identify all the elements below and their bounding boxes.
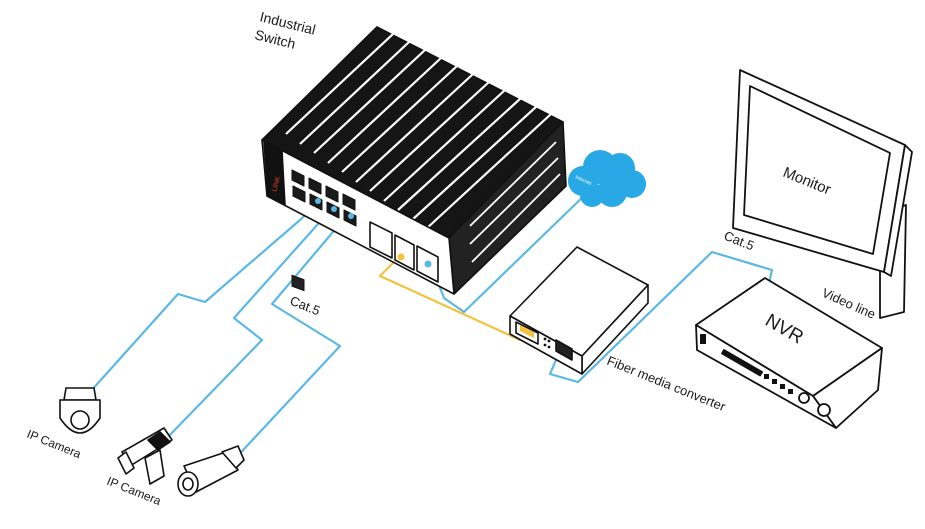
dome-camera: [59, 387, 101, 434]
nvr-device: [695, 277, 883, 429]
switch-sfp-slot-2: [394, 234, 415, 271]
switch-brand-logo: LINK: [271, 175, 282, 192]
port-bottom-1: [292, 185, 306, 203]
box-camera: [117, 427, 173, 485]
fiber-media-converter: [509, 246, 649, 375]
cable-switch-to-bullet-camera: [231, 207, 353, 463]
switch-heatsink-fins: [285, 33, 552, 230]
switch-sfp-slot-1: [369, 221, 393, 259]
port-top-3: [325, 185, 339, 203]
port-top-4: [342, 193, 356, 211]
sfp-ethernet-led: [424, 260, 432, 268]
led-2: [331, 206, 337, 212]
port-top-1: [291, 169, 305, 187]
monitor-bezel-depth: [883, 144, 913, 277]
fiber-converter-label: Fiber media converter: [605, 353, 728, 415]
converter-port-rj45: [555, 339, 573, 361]
bullet-camera: [177, 445, 245, 497]
switch-side-fins: [469, 141, 561, 263]
led-1: [315, 198, 321, 204]
switch-brand-strip: [263, 141, 286, 206]
port-top-2: [308, 177, 322, 195]
cloud-icon: [568, 150, 646, 207]
sfp-fiber-led: [397, 253, 405, 261]
switch-rj45-ports: [291, 274, 305, 292]
monitor-screen: [743, 85, 891, 255]
industrial-switch: LINK: [261, 26, 567, 295]
nvr-knob: [817, 403, 831, 417]
cable-switch-to-box-camera: [164, 205, 335, 441]
cable-switch-to-dome-camera: [89, 202, 319, 393]
switch-port-leds: [315, 198, 354, 219]
nvr-usb: [700, 334, 706, 344]
monitor: [732, 69, 913, 319]
nvr-slot: [721, 349, 764, 377]
cat5-label-left: Cat.5: [288, 293, 322, 319]
converter-leds: [543, 337, 551, 349]
cable-converter-to-nvr: [548, 250, 774, 384]
led-3: [348, 213, 354, 219]
port-1: [291, 274, 305, 292]
nvr-power-button: [798, 392, 810, 404]
converter-port-fiber-inner: [520, 325, 534, 339]
nvr-buttons: [764, 374, 793, 394]
